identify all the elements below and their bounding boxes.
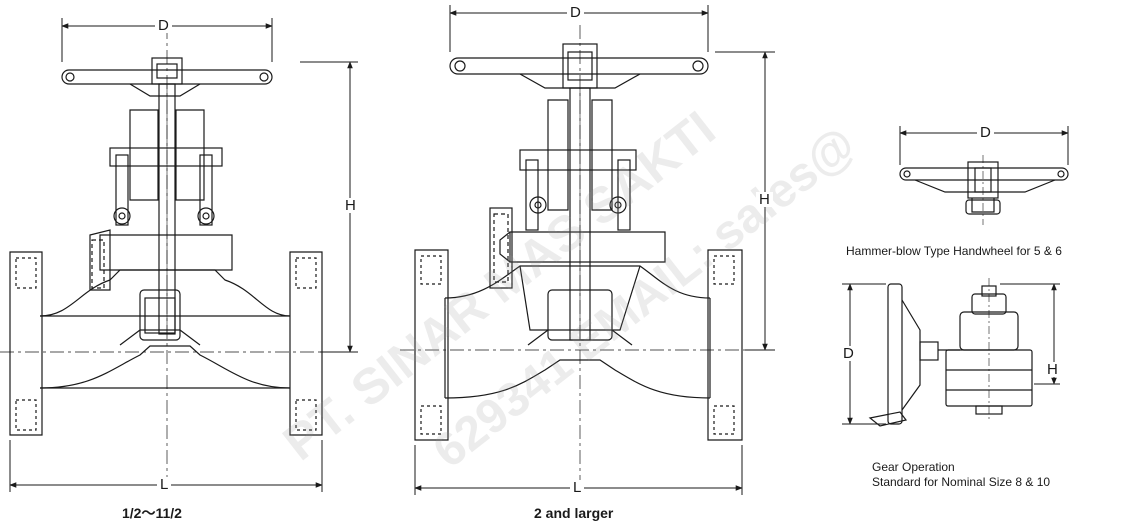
left-flange <box>9 251 43 436</box>
large-globe-valve-drawing <box>400 25 775 482</box>
left-dimension-l: L <box>157 477 172 492</box>
caption-small-size: 1/2～11/2 <box>122 505 182 521</box>
caption-hammer-blow: Hammer-blow Type Handwheel for 5 & 6 <box>846 244 1062 258</box>
gear-handwheel-rim <box>887 283 903 425</box>
caption-large-size: 2 and larger <box>534 505 614 521</box>
handwheel-dimension-d: D <box>977 125 994 140</box>
small-globe-valve-drawing <box>0 25 350 480</box>
caption-gear-operation: Gear Operation <box>872 460 955 474</box>
gear-dimension-h: H <box>1044 362 1061 377</box>
gear-dimension-d: D <box>840 346 857 361</box>
caption-gear-standard: Standard for Nominal Size 8 & 10 <box>872 475 1051 489</box>
center-dimension-d: D <box>567 5 584 20</box>
center-dimension-h: H <box>756 192 773 207</box>
left-dimension-d: D <box>155 18 172 33</box>
gear-dimension-lines <box>842 283 1060 425</box>
right-flange <box>707 249 743 441</box>
left-flange <box>414 249 449 441</box>
gear-operator-drawing <box>868 278 1033 427</box>
right-flange <box>289 251 323 436</box>
center-dimension-l: L <box>570 480 585 495</box>
handwheel-rim <box>449 57 709 75</box>
hammer-blow-handwheel-drawing <box>899 155 1069 225</box>
left-dimension-h: H <box>342 198 359 213</box>
